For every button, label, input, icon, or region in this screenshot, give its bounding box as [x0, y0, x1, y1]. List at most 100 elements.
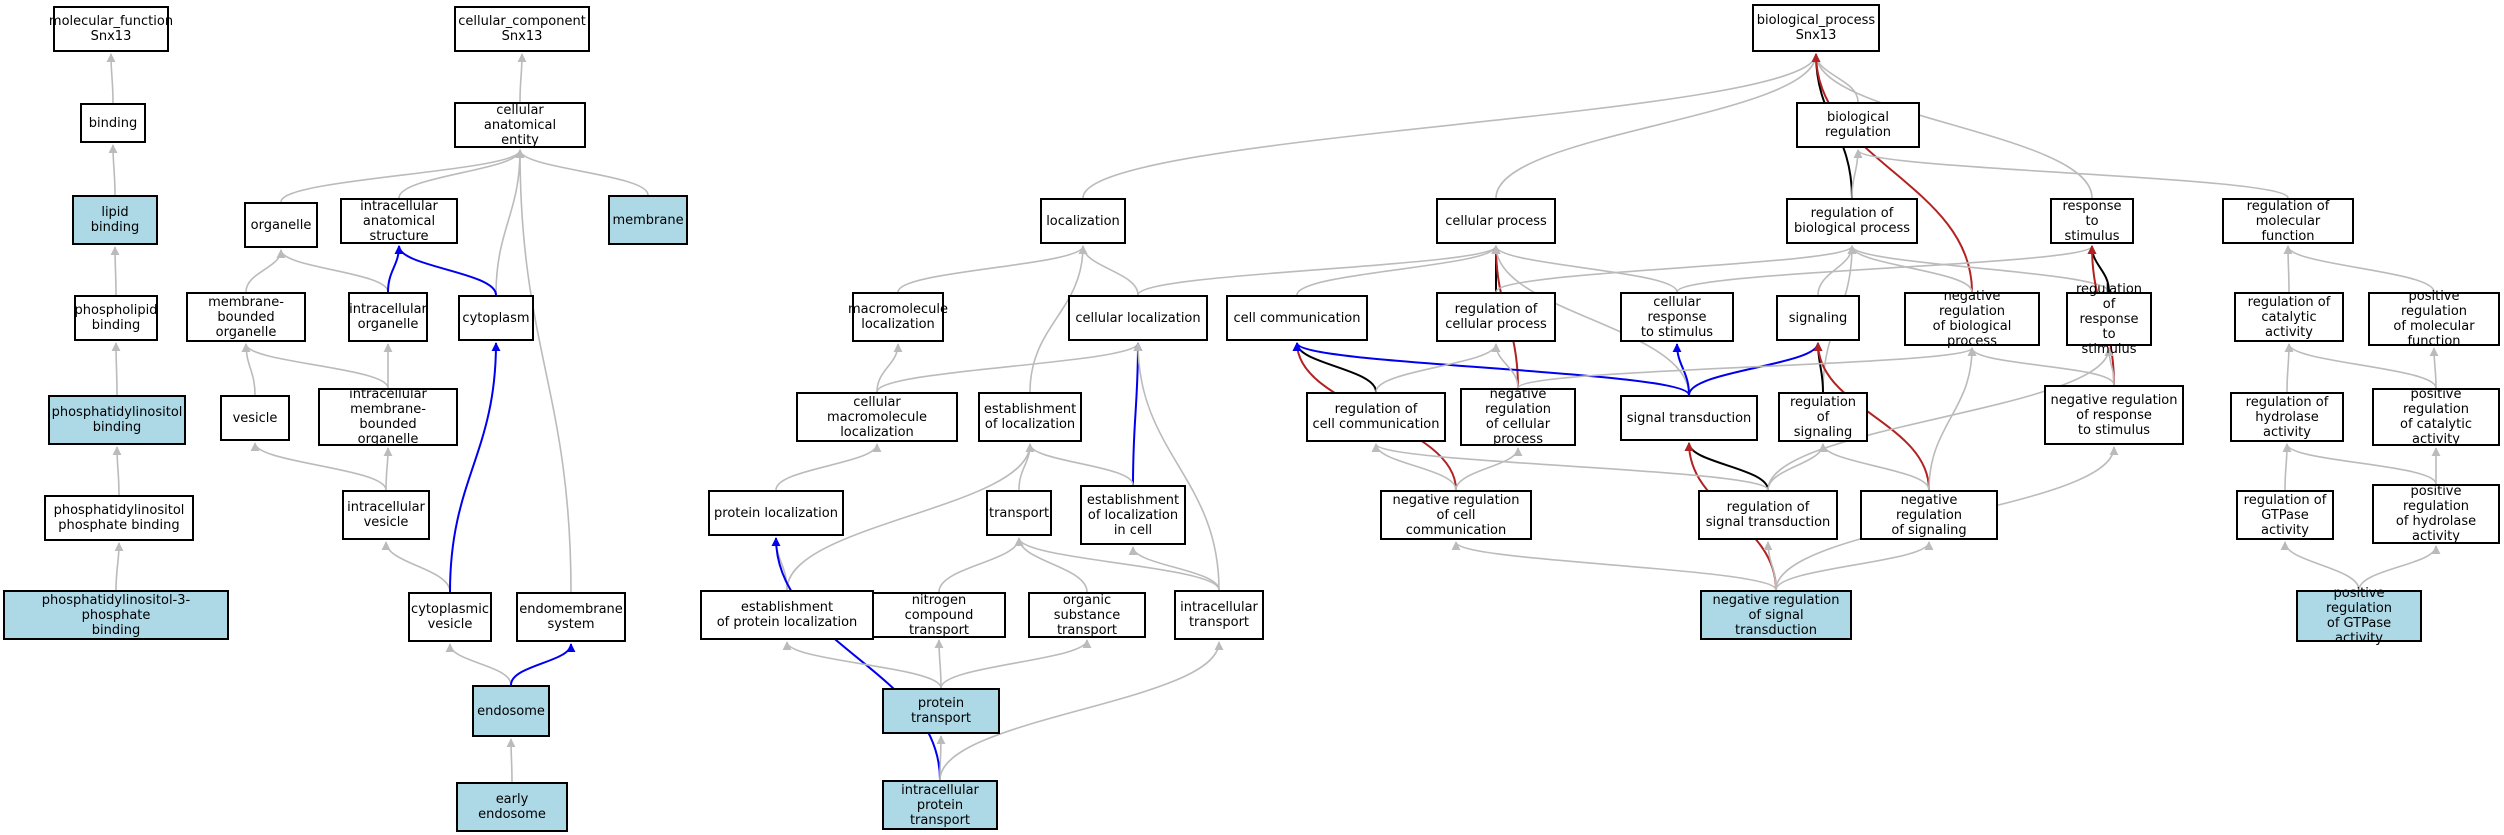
go-term-node-rca[interactable]: regulation of catalytic activity — [2234, 292, 2344, 342]
go-term-node-nrbp[interactable]: negative regulation of biological proces… — [1904, 289, 2040, 349]
go-term-node-pi3pbind[interactable]: phosphatidylinositol-3-phosphate binding — [3, 590, 229, 640]
go-term-node-pipbind[interactable]: phosphatidylinositol phosphate binding — [44, 495, 194, 541]
go-term-node-transport[interactable]: transport — [986, 490, 1052, 536]
go-term-node-binding[interactable]: binding — [80, 103, 146, 143]
edge-iv-to-imbo — [383, 447, 393, 491]
go-term-node-cytoplasm[interactable]: cytoplasm — [458, 295, 534, 341]
edge-it-to-transport — [1014, 537, 1220, 591]
edge-cytoplasm-to-ias — [394, 245, 497, 296]
go-term-node-prca[interactable]: positive regulation of catalytic activit… — [2372, 387, 2500, 447]
edge-st-to-crs — [1672, 343, 1690, 396]
edge-nrcc-to-rcc — [1371, 443, 1457, 491]
go-term-node-rha[interactable]: regulation of hydrolase activity — [2230, 392, 2344, 442]
edge-iv-to-vesicle — [250, 442, 387, 491]
edge-io-to-ias — [387, 245, 404, 293]
go-term-node-loc[interactable]: localization — [1040, 198, 1126, 244]
edge-nrsig-to-sig — [1813, 342, 1930, 491]
go-term-node-rst[interactable]: regulation of signal transduction — [1698, 490, 1838, 540]
go-term-node-prgtp[interactable]: positive regulation of GTPase activity — [2296, 586, 2422, 646]
go-term-node-rcp[interactable]: regulation of cellular process — [1436, 292, 1556, 342]
edge-cl-to-loc — [1078, 245, 1139, 296]
go-term-node-breg[interactable]: biological regulation — [1796, 102, 1920, 148]
go-term-node-mf[interactable]: molecular_function Snx13 — [49, 6, 173, 52]
edge-nrst-to-rst — [1763, 541, 1777, 591]
go-term-node-prha[interactable]: positive regulation of hydrolase activit… — [2372, 484, 2500, 544]
go-term-node-eol[interactable]: establishment of localization — [978, 392, 1082, 442]
go-term-node-endosome[interactable]: endosome — [472, 685, 550, 737]
edge-nrbp-to-rbp — [1847, 245, 1973, 293]
go-term-node-rsig[interactable]: regulation of signaling — [1778, 392, 1868, 442]
go-term-node-nrrs[interactable]: negative regulation of response to stimu… — [2044, 385, 2184, 445]
go-term-node-ee[interactable]: early endosome — [456, 782, 568, 832]
go-term-node-bp[interactable]: biological_process Snx13 — [1752, 4, 1880, 52]
edge-st-to-cc2 — [1292, 342, 1690, 396]
edge-prha-to-rha — [2282, 443, 2437, 485]
edge-prgtp-to-prha — [2358, 545, 2441, 591]
go-term-node-rts[interactable]: response to stimulus — [2050, 198, 2134, 244]
go-term-node-nrsig[interactable]: negative regulation of signaling — [1860, 490, 1998, 540]
go-term-node-iv[interactable]: intracellular vesicle — [342, 490, 430, 540]
go-term-node-crs[interactable]: cellular response to stimulus — [1620, 292, 1734, 342]
go-term-node-ml[interactable]: macromolecule localization — [848, 292, 948, 342]
edge-rcc-to-rcp — [1375, 343, 1501, 393]
go-term-node-vesicle[interactable]: vesicle — [220, 395, 290, 441]
edge-nrst-to-nrcc — [1451, 541, 1777, 591]
go-term-node-imbo[interactable]: intracellular membrane-bounded organelle — [318, 387, 458, 447]
go-term-node-nrcc[interactable]: negative regulation of cell communicatio… — [1380, 490, 1532, 540]
edge-pipbind-to-pibind — [112, 446, 122, 496]
edge-ml-to-loc — [897, 245, 1088, 293]
go-term-node-lipidbind[interactable]: lipid binding — [72, 195, 158, 245]
edge-rst-to-rrs — [1767, 347, 2114, 491]
edge-eol-to-loc — [1029, 245, 1088, 393]
go-term-node-membrane[interactable]: membrane — [608, 195, 688, 245]
go-term-node-pl[interactable]: protein localization — [708, 490, 844, 536]
go-term-node-pibind[interactable]: phosphatidylinositol binding — [48, 395, 186, 445]
edge-nrbp-to-bp — [1811, 53, 1973, 293]
go-term-node-cc[interactable]: cellular_component Snx13 — [454, 6, 590, 52]
go-term-node-io[interactable]: intracellular organelle — [348, 292, 428, 342]
go-term-node-epl[interactable]: establishment of protein localization — [700, 590, 874, 640]
edge-rrs-to-rbp — [1847, 245, 2110, 293]
go-term-node-mbo[interactable]: membrane-bounded organelle — [186, 292, 306, 342]
go-term-node-nrst[interactable]: negative regulation of signal transducti… — [1700, 590, 1852, 640]
go-term-node-ost[interactable]: organic substance transport — [1028, 592, 1146, 638]
go-term-node-cml[interactable]: cellular macromolecule localization — [796, 392, 958, 442]
edge-cc2-to-cp — [1296, 245, 1501, 296]
go-term-node-es[interactable]: endomembrane system — [516, 592, 626, 642]
go-term-node-pt[interactable]: protein transport — [882, 688, 1000, 734]
go-term-node-rmf[interactable]: regulation of molecular function — [2222, 198, 2354, 244]
go-term-node-cc2[interactable]: cell communication — [1226, 295, 1368, 341]
edge-nrsig-to-rsig — [1818, 443, 1930, 491]
go-term-node-cp[interactable]: cellular process — [1436, 198, 1556, 244]
go-term-node-ias[interactable]: intracellular anatomical structure — [340, 198, 458, 244]
edge-nrrs-to-nrbp — [1967, 347, 2115, 386]
go-term-node-nrcp[interactable]: negative regulation of cellular process — [1460, 387, 1576, 447]
go-term-node-cae[interactable]: cellular anatomical entity — [454, 102, 586, 148]
edge-prmf-to-rmf — [2283, 245, 2435, 293]
go-term-node-elc[interactable]: establishment of localization in cell — [1080, 485, 1186, 545]
go-term-node-sig[interactable]: signaling — [1776, 295, 1860, 341]
edge-imbo-to-mbo — [241, 343, 389, 389]
go-term-node-rrs[interactable]: regulation of response to stimulus — [2066, 282, 2152, 357]
go-term-node-phosbind[interactable]: phospholipid binding — [74, 295, 158, 341]
edge-rha-to-rca — [2284, 343, 2294, 393]
edge-cv-to-iv — [381, 541, 451, 593]
go-term-node-cv[interactable]: cytoplasmic vesicle — [408, 592, 492, 642]
edge-prgtp-to-rgtp — [2280, 541, 2360, 591]
go-term-node-prmf[interactable]: positive regulation of molecular functio… — [2368, 289, 2500, 349]
go-term-node-cl[interactable]: cellular localization — [1068, 295, 1208, 341]
go-term-node-rgtp[interactable]: regulation of GTPase activity — [2236, 490, 2334, 540]
edge-crs-to-rts — [1676, 245, 2097, 293]
edge-rst-to-rcc — [1371, 443, 1769, 491]
go-term-node-rbp[interactable]: regulation of biological process — [1786, 198, 1918, 244]
edge-io-to-organelle — [276, 249, 389, 293]
go-term-node-organelle[interactable]: organelle — [244, 202, 318, 248]
go-term-node-st[interactable]: signal transduction — [1620, 395, 1758, 441]
go-term-node-rcc[interactable]: regulation of cell communication — [1306, 392, 1446, 442]
go-term-node-nct[interactable]: nitrogen compound transport — [872, 592, 1006, 638]
go-term-node-ipt[interactable]: intracellular protein transport — [882, 780, 998, 830]
edge-organelle-to-cae — [280, 149, 525, 203]
go-term-node-it[interactable]: intracellular transport — [1174, 590, 1264, 640]
edge-st-to-sig — [1688, 342, 1823, 396]
